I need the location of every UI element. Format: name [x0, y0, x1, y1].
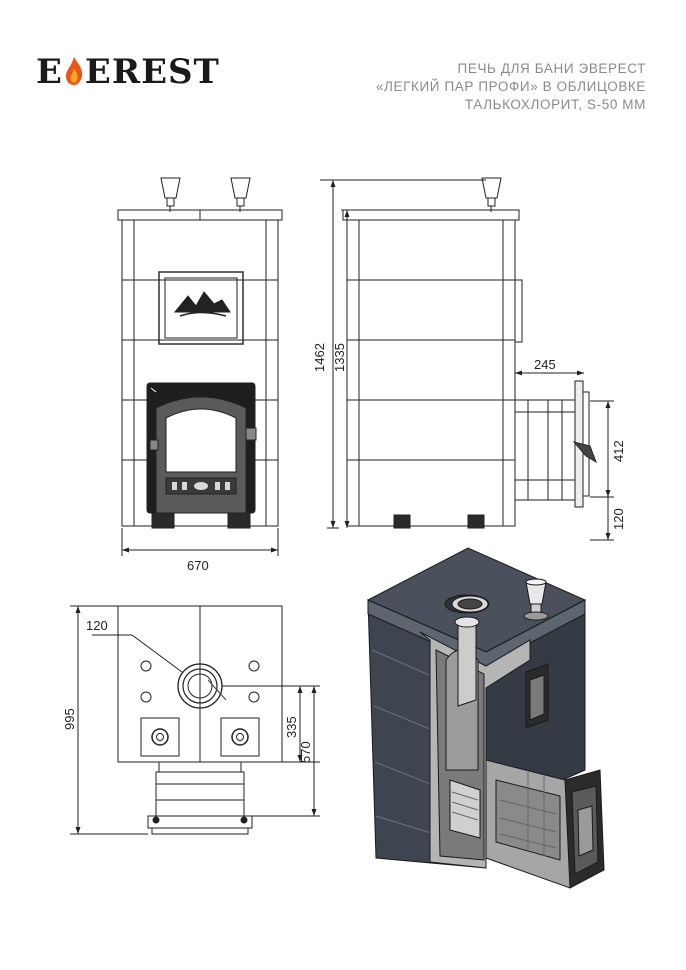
- chimney-pipe-3d: [523, 578, 549, 621]
- side-view: [320, 177, 614, 541]
- decorative-plate: [158, 271, 244, 345]
- front-view: [117, 177, 283, 556]
- dim-flue-offset-2: 570: [298, 741, 313, 763]
- chimney-pipe-right: [230, 177, 251, 212]
- firebox-tunnel: [514, 380, 597, 508]
- dim-total-height: 1462: [312, 343, 327, 372]
- title-line-1: ПЕЧЬ ДЛЯ БАНИ ЭВЕРЕСТ: [457, 61, 646, 76]
- firebox-door: [146, 382, 257, 514]
- title-line-2: «ЛЕГКИЙ ПАР ПРОФИ» В ОБЛИЦОВКЕ: [375, 79, 646, 94]
- dim-door-height: 412: [611, 440, 626, 462]
- dim-body-height: 1335: [332, 343, 347, 372]
- chimney-pipe-side: [481, 177, 502, 212]
- dim-flue-diameter: 120: [86, 618, 108, 633]
- chimney-pipe-left: [160, 177, 181, 212]
- dim-flue-offset-1: 335: [284, 716, 299, 738]
- logo-text: EREST: [84, 52, 220, 92]
- product-title: ПЕЧЬ ДЛЯ БАНИ ЭВЕРЕСТ «ЛЕГКИЙ ПАР ПРОФИ»…: [376, 60, 646, 114]
- logo-letter-e: E: [36, 52, 63, 92]
- dim-leg-height: 120: [611, 508, 626, 530]
- brand-logo: E EREST: [36, 52, 220, 92]
- cutaway-3d-view: [366, 547, 605, 889]
- flame-icon: [65, 57, 83, 85]
- dim-door-depth: 245: [534, 357, 556, 372]
- dim-top-depth: 995: [62, 708, 77, 730]
- dim-front-width: 670: [187, 558, 209, 573]
- title-line-3: ТАЛЬКОХЛОРИТ, S-50 ММ: [464, 97, 646, 112]
- top-view: [70, 605, 320, 835]
